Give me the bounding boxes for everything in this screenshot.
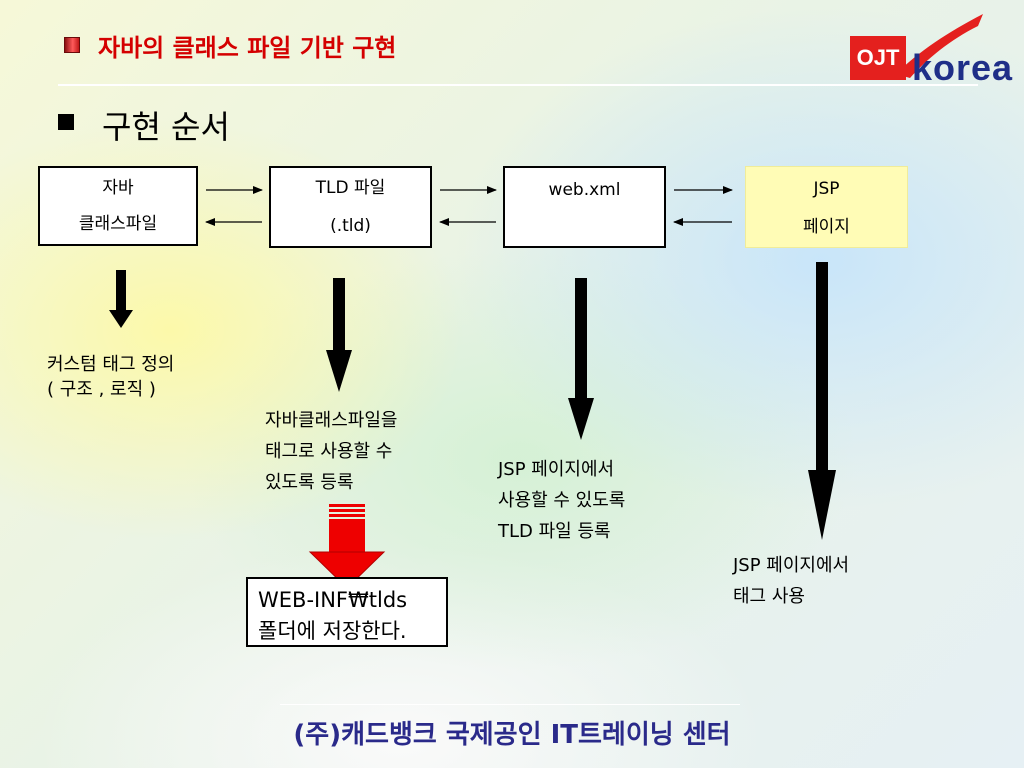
down-arrow-jsp-icon [808, 262, 836, 540]
note-box-web-inf: WEB-INF₩tlds 폴더에 저장한다. [246, 577, 448, 647]
desc-jsp: JSP 페이지에서 태그 사용 [733, 550, 849, 612]
desc-tld: 자바클래스파일을 태그로 사용할 수 있도록 등록 [265, 405, 397, 498]
box-tld-line2: (.tld) [330, 216, 371, 236]
box-tld-file: TLD 파일 (.tld) [269, 166, 432, 248]
box-java-class-file: 자바 클래스파일 [38, 166, 198, 246]
desc-jsp-line2: 태그 사용 [733, 586, 805, 607]
footer-text: (주)캐드뱅크 국제공인 IT트레이닝 센터 [293, 720, 731, 750]
note-line1: WEB-INF₩tlds [258, 588, 408, 612]
box-webxml-line1: web.xml [548, 180, 621, 200]
box-jsp-line1: JSP [813, 179, 840, 199]
desc-java-line2: ( 구조 , 로직 ) [47, 379, 156, 400]
red-down-arrow-icon [308, 504, 386, 589]
logo-word-text: korea [912, 47, 1014, 88]
box-jsp-page: JSP 페이지 [745, 166, 908, 248]
slide-title: 자바의 클래스 파일 기반 구현 [98, 34, 397, 62]
section-subtitle: 구현 순서 [102, 108, 230, 146]
logo-box-text: OJT [850, 36, 906, 80]
ojt-korea-logo: OJT korea [850, 12, 1015, 88]
title-bullet-icon [64, 37, 80, 53]
subtitle-bullet-icon [58, 114, 74, 130]
desc-webxml-line2: 사용할 수 있도록 [498, 490, 626, 511]
footer-divider [280, 704, 740, 705]
box-web-xml: web.xml [503, 166, 666, 248]
desc-webxml-line3: TLD 파일 등록 [498, 521, 611, 542]
desc-java: 커스텀 태그 정의 ( 구조 , 로직 ) [47, 349, 174, 405]
note-line2: 폴더에 저장한다. [258, 619, 407, 643]
desc-tld-line1: 자바클래스파일을 [265, 410, 398, 431]
title-divider [58, 84, 978, 86]
desc-webxml-line1: JSP 페이지에서 [498, 459, 615, 480]
desc-java-line1: 커스텀 태그 정의 [47, 354, 175, 375]
down-arrow-java-icon [109, 270, 133, 328]
down-arrow-webxml-icon [568, 278, 594, 440]
box-java-line1: 자바 [102, 178, 134, 198]
box-tld-line1: TLD 파일 [315, 178, 386, 198]
logo-swoosh-icon [896, 14, 983, 78]
down-arrow-tld-icon [326, 278, 352, 392]
box-jsp-line2: 페이지 [803, 217, 850, 237]
box-java-line2: 클래스파일 [78, 214, 158, 234]
desc-jsp-line1: JSP 페이지에서 [733, 555, 850, 576]
desc-tld-line3: 있도록 등록 [265, 472, 354, 493]
desc-tld-line2: 태그로 사용할 수 [265, 441, 393, 462]
desc-webxml: JSP 페이지에서 사용할 수 있도록 TLD 파일 등록 [498, 454, 625, 547]
